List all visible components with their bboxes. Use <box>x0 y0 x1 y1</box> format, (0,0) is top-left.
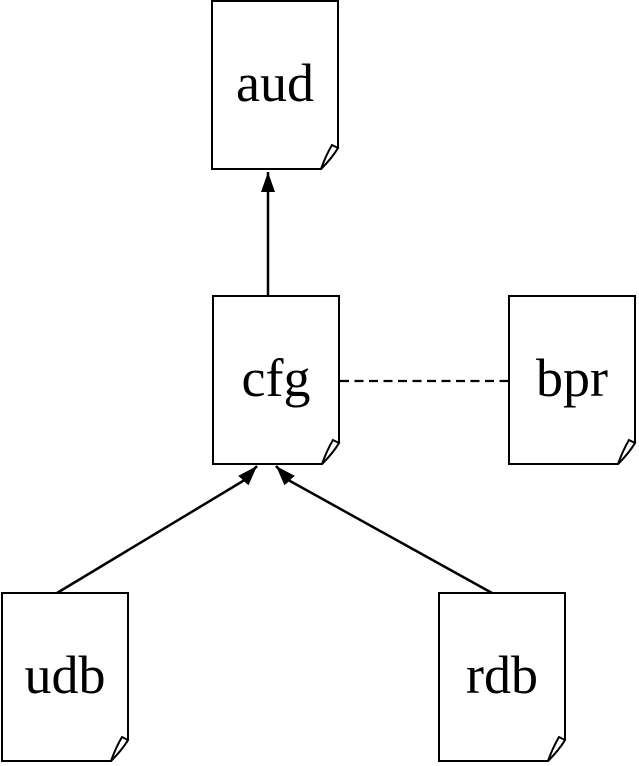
dog-ear-fold-icon <box>110 735 130 762</box>
dog-ear-fold-icon <box>321 438 341 465</box>
node-rdb: rdb <box>438 592 567 762</box>
node-label-rdb: rdb <box>466 645 538 705</box>
edge-udb-to-cfg <box>56 465 258 595</box>
node-cfg: cfg <box>212 295 341 465</box>
edge-rdb-to-cfg <box>275 465 493 595</box>
node-label-udb: udb <box>25 645 106 705</box>
dog-ear-fold-icon <box>617 438 637 465</box>
solid-arrow <box>56 465 258 595</box>
node-label-aud: aud <box>236 53 314 113</box>
dog-ear-fold-icon <box>320 143 340 170</box>
node-label-cfg: cfg <box>242 348 311 408</box>
dog-ear-fold-icon <box>547 735 567 762</box>
solid-arrow <box>275 465 493 595</box>
node-aud: aud <box>211 0 340 170</box>
node-bpr: bpr <box>508 295 637 465</box>
node-label-bpr: bpr <box>536 348 608 408</box>
node-udb: udb <box>1 592 130 762</box>
